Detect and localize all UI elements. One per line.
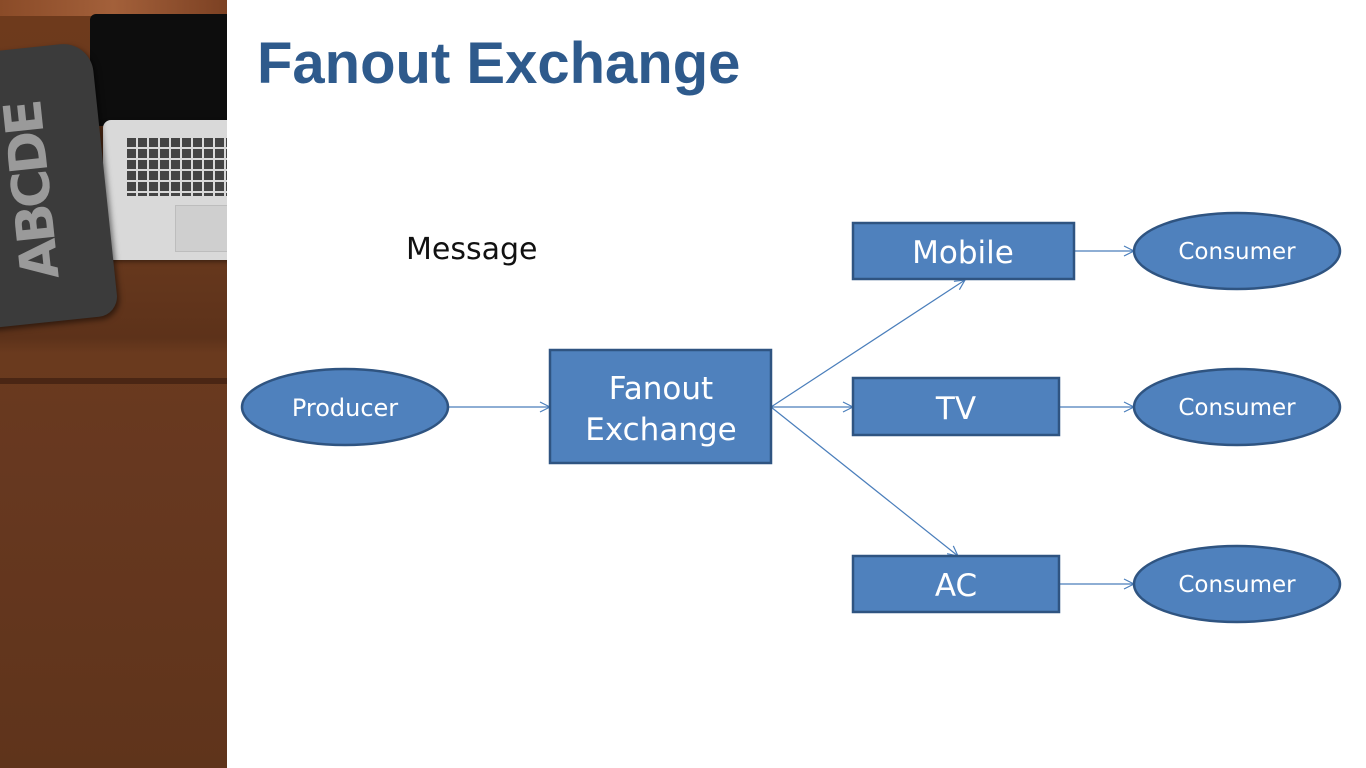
- queue-mobile-label: Mobile: [912, 235, 1014, 271]
- message-label: Message: [406, 232, 538, 267]
- consumer-node-2[interactable]: Consumer: [1132, 367, 1342, 447]
- producer-node[interactable]: Producer: [240, 367, 450, 447]
- producer-label: Producer: [292, 394, 398, 422]
- consumer-label-2: Consumer: [1178, 395, 1296, 421]
- wood-surface: [0, 0, 227, 16]
- consumer-node-1[interactable]: Consumer: [1132, 211, 1342, 291]
- laptop-trackpad: [175, 205, 227, 252]
- queue-tv[interactable]: TV: [851, 376, 1061, 437]
- connector-exchange-ac: [770, 406, 958, 556]
- connector-exchange-mobile: [770, 280, 965, 408]
- exchange-node[interactable]: Fanout Exchange: [548, 348, 773, 465]
- slide-title: Fanout Exchange: [257, 31, 741, 96]
- consumer-label-1: Consumer: [1178, 239, 1296, 265]
- queue-ac-label: AC: [935, 568, 977, 604]
- queue-tv-label: TV: [935, 391, 976, 427]
- exchange-label-line2: Exchange: [585, 412, 736, 448]
- sofa-seam: [0, 378, 227, 384]
- consumer-node-3[interactable]: Consumer: [1132, 544, 1342, 624]
- decorative-photo-panel: ABCDE: [0, 0, 227, 768]
- consumer-label-3: Consumer: [1178, 572, 1296, 598]
- queue-ac[interactable]: AC: [851, 554, 1061, 614]
- queue-mobile[interactable]: Mobile: [851, 221, 1076, 281]
- exchange-label-line1: Fanout: [609, 371, 713, 407]
- laptop-screen: [90, 14, 227, 126]
